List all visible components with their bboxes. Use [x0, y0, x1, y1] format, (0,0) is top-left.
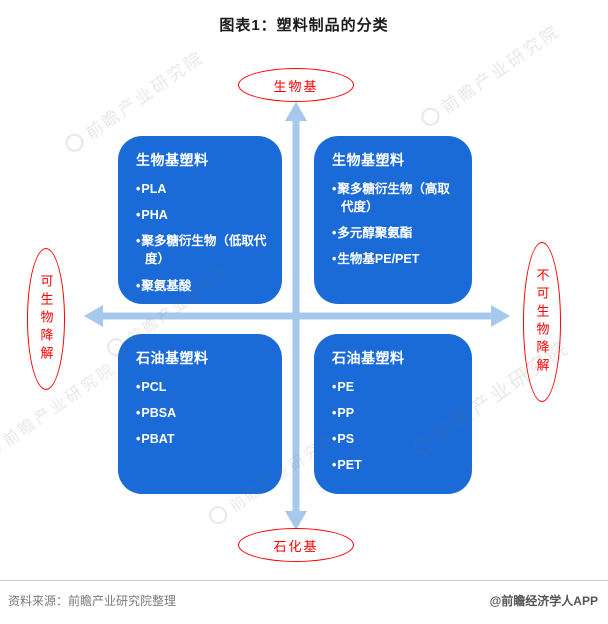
- axis-label-top-text: 生物基: [273, 78, 319, 94]
- quadrant-item: PET: [332, 456, 458, 474]
- watermark-text: 前瞻产业研究院: [438, 21, 564, 118]
- page-title: 图表1：塑料制品的分类: [219, 17, 389, 34]
- axis-label-right-text: 不可生物降解: [534, 268, 550, 376]
- watermark-logo-icon: [205, 502, 231, 528]
- axis-label-top: 生物基: [238, 68, 354, 102]
- axis-label-bottom: 石化基: [238, 528, 354, 562]
- quadrant-item: 多元醇聚氨酯: [332, 224, 458, 242]
- footer-source: 资料来源：前瞻产业研究院整理: [8, 594, 177, 608]
- quadrant-biobased-degradable: 生物基塑料 PLA PHA 聚多糖衍生物（低取代度） 聚氨基酸: [118, 136, 282, 304]
- quadrant-petrobased-degradable: 石油基塑料 PCL PBSA PBAT: [118, 334, 282, 494]
- quadrant-item: PBSA: [136, 404, 268, 422]
- quadrant-title: 生物基塑料: [332, 152, 405, 168]
- watermark-logo-icon: [0, 437, 5, 463]
- footer-brand: @前瞻经济学人APP: [489, 594, 598, 608]
- quadrant-item: PS: [332, 430, 458, 448]
- quadrant-petrobased-nondegradable: 石油基塑料 PE PP PS PET: [314, 334, 472, 494]
- axis-label-right: 不可生物降解: [523, 242, 561, 402]
- quadrant-title: 生物基塑料: [136, 152, 209, 168]
- quadrant-item: 聚氨基酸: [136, 277, 268, 295]
- quadrant-item: PE: [332, 378, 458, 396]
- axis-label-left-text: 可生物降解: [38, 274, 54, 364]
- watermark-logo-icon: [417, 104, 444, 130]
- quadrant-title: 石油基塑料: [332, 350, 405, 366]
- quadrant-item: PBAT: [136, 430, 268, 448]
- axis-label-bottom-text: 石化基: [273, 538, 319, 554]
- quadrant-biobased-nondegradable: 生物基塑料 聚多糖衍生物（高取代度） 多元醇聚氨酯 生物基PE/PET: [314, 136, 472, 304]
- footer-divider: [0, 580, 608, 581]
- watermark: 前瞻产业研究院: [0, 355, 120, 465]
- quadrant-item: PHA: [136, 206, 268, 224]
- axis-label-left: 可生物降解: [27, 248, 65, 390]
- watermark-text: 前瞻产业研究院: [82, 47, 208, 144]
- quadrant-item: PLA: [136, 180, 268, 198]
- watermark-logo-icon: [61, 130, 88, 156]
- quadrant-item: 聚多糖衍生物（低取代度）: [136, 232, 268, 268]
- quadrant-item: PCL: [136, 378, 268, 396]
- quadrant-item: PP: [332, 404, 458, 422]
- quadrant-item: 聚多糖衍生物（高取代度）: [332, 180, 458, 216]
- quadrant-item: 生物基PE/PET: [332, 250, 458, 268]
- quadrant-title: 石油基塑料: [136, 350, 209, 366]
- watermark-text: 前瞻产业研究院: [0, 360, 120, 451]
